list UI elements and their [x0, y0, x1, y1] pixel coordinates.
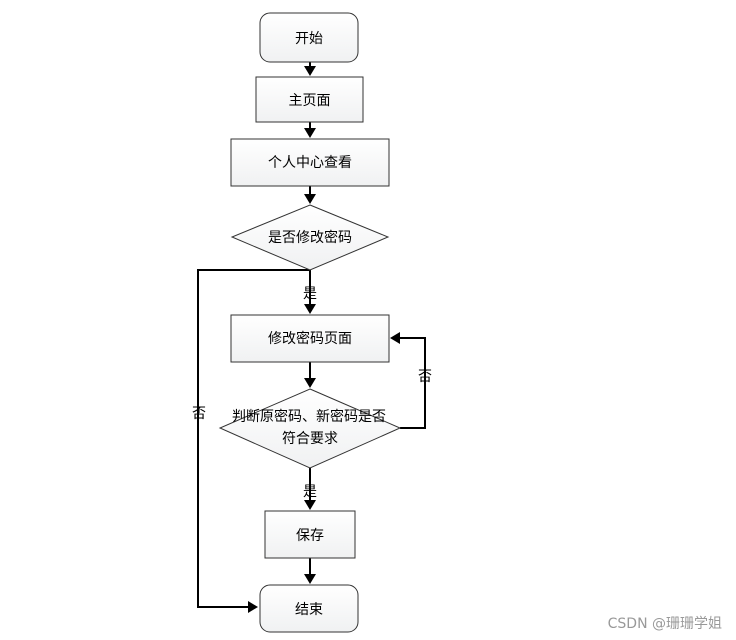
node-home: 主页面: [255, 76, 364, 123]
home-process-shape: [255, 76, 364, 123]
connector-no-bypass: [197, 269, 310, 608]
profile-label: 个人中心查看: [268, 155, 352, 171]
node-validate: 判断原密码、新密码是否 符合要求: [218, 388, 402, 469]
validate-label-line2: 符合要求: [282, 431, 338, 447]
edge-label-yes-decide: 是: [303, 286, 317, 302]
edge-label-no-bypass: 否: [192, 406, 206, 422]
arrowhead-change-validate: [304, 378, 316, 388]
home-label: 主页面: [289, 93, 331, 109]
arrowhead-no-retry: [390, 332, 400, 344]
node-save: 保存: [264, 510, 356, 559]
save-label: 保存: [296, 528, 324, 544]
arrowhead-start-home: [304, 66, 316, 76]
connector-no-retry: [400, 337, 426, 429]
node-decide-change: 是否修改密码: [230, 204, 390, 271]
save-process-shape: [264, 510, 356, 559]
start-label: 开始: [295, 31, 323, 47]
change-page-label: 修改密码页面: [268, 330, 352, 347]
edge-label-no-retry: 否: [418, 369, 432, 385]
decide-change-label: 是否修改密码: [268, 229, 352, 246]
node-end: 结束: [259, 584, 359, 633]
profile-process-shape: [230, 138, 390, 187]
arrowhead-decision-change: [304, 304, 316, 314]
end-label: 结束: [295, 602, 323, 618]
arrowhead-validate-save: [304, 500, 316, 510]
arrowhead-save-end: [304, 574, 316, 584]
validate-decision-shape: [218, 388, 402, 469]
arrowhead-no-bypass: [248, 601, 258, 613]
validate-label-line1: 判断原密码、新密码是否: [232, 408, 386, 425]
change-page-process-shape: [230, 314, 390, 363]
node-change-page: 修改密码页面: [230, 314, 390, 363]
node-start: 开始: [259, 12, 359, 63]
arrowhead-home-profile: [304, 128, 316, 138]
node-profile: 个人中心查看: [230, 138, 390, 187]
start-terminal-shape: [259, 12, 359, 63]
decide-change-decision-shape: [230, 204, 390, 271]
csdn-watermark: CSDN @珊珊学姐: [608, 616, 722, 632]
end-terminal-shape: [259, 584, 359, 633]
arrowhead-profile-decision: [304, 194, 316, 204]
edge-label-yes-validate: 是: [303, 484, 317, 500]
connectors: [197, 62, 426, 613]
